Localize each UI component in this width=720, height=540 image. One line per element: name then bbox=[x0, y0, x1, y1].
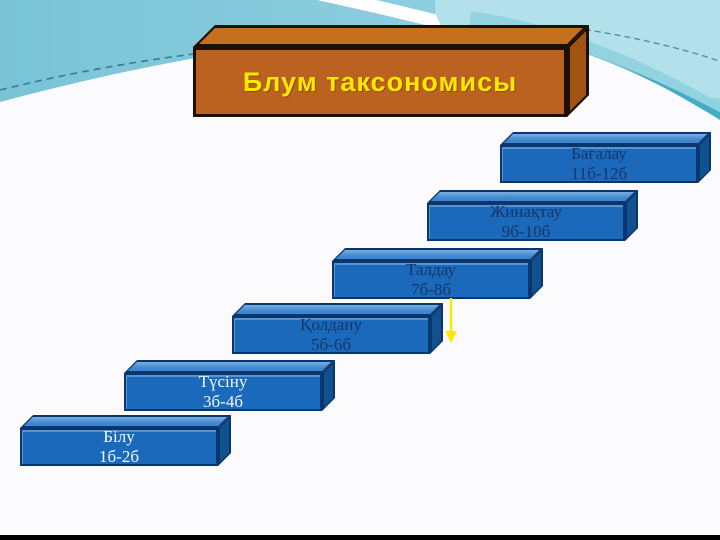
step-bagalau: Бағалау 11б-12б bbox=[500, 132, 711, 183]
step-label: Талдау bbox=[406, 259, 456, 279]
step-zhinaktau: Жинақтау 9б-10б bbox=[427, 190, 638, 241]
step-range: 1б-2б bbox=[99, 447, 139, 466]
step-tusinu: Түсіну 3б-4б bbox=[124, 360, 335, 411]
dashed-curve-right bbox=[574, 27, 720, 63]
step-range: 9б-10б bbox=[501, 222, 551, 241]
step-label: Түсіну bbox=[198, 371, 248, 391]
step-label: Жинақтау bbox=[489, 201, 563, 221]
step-range: 11б-12б bbox=[570, 164, 628, 183]
down-arrow-icon bbox=[445, 298, 457, 343]
step-label: Білу bbox=[103, 426, 135, 446]
box-front-face: Қолдану 5б-6б bbox=[232, 314, 430, 354]
step-range: 7б-8б bbox=[411, 280, 451, 299]
slide-title: Блум таксономисы bbox=[242, 66, 518, 97]
box-front-face: Талдау 7б-8б bbox=[332, 259, 530, 299]
title-box-top-face bbox=[193, 25, 589, 47]
box-front-face: Түсіну 3б-4б bbox=[124, 371, 322, 411]
step-koldanu: Қолдану 5б-6б bbox=[232, 303, 443, 354]
step-range: 3б-4б bbox=[203, 392, 243, 411]
box-front-face: Бағалау 11б-12б bbox=[500, 143, 698, 183]
title-box: Блум таксономисы bbox=[193, 25, 589, 117]
box-front-face: Білу 1б-2б bbox=[20, 426, 218, 466]
step-label: Қолдану bbox=[300, 314, 362, 334]
step-range: 5б-6б bbox=[311, 335, 351, 354]
box-front-face: Жинақтау 9б-10б bbox=[427, 201, 625, 241]
step-bilu: Білу 1б-2б bbox=[20, 415, 231, 466]
title-box-front-face: Блум таксономисы bbox=[193, 47, 567, 117]
step-taldau: Талдау 7б-8б bbox=[332, 248, 543, 299]
bottom-black-bar bbox=[0, 535, 720, 540]
step-label: Бағалау bbox=[571, 143, 627, 163]
